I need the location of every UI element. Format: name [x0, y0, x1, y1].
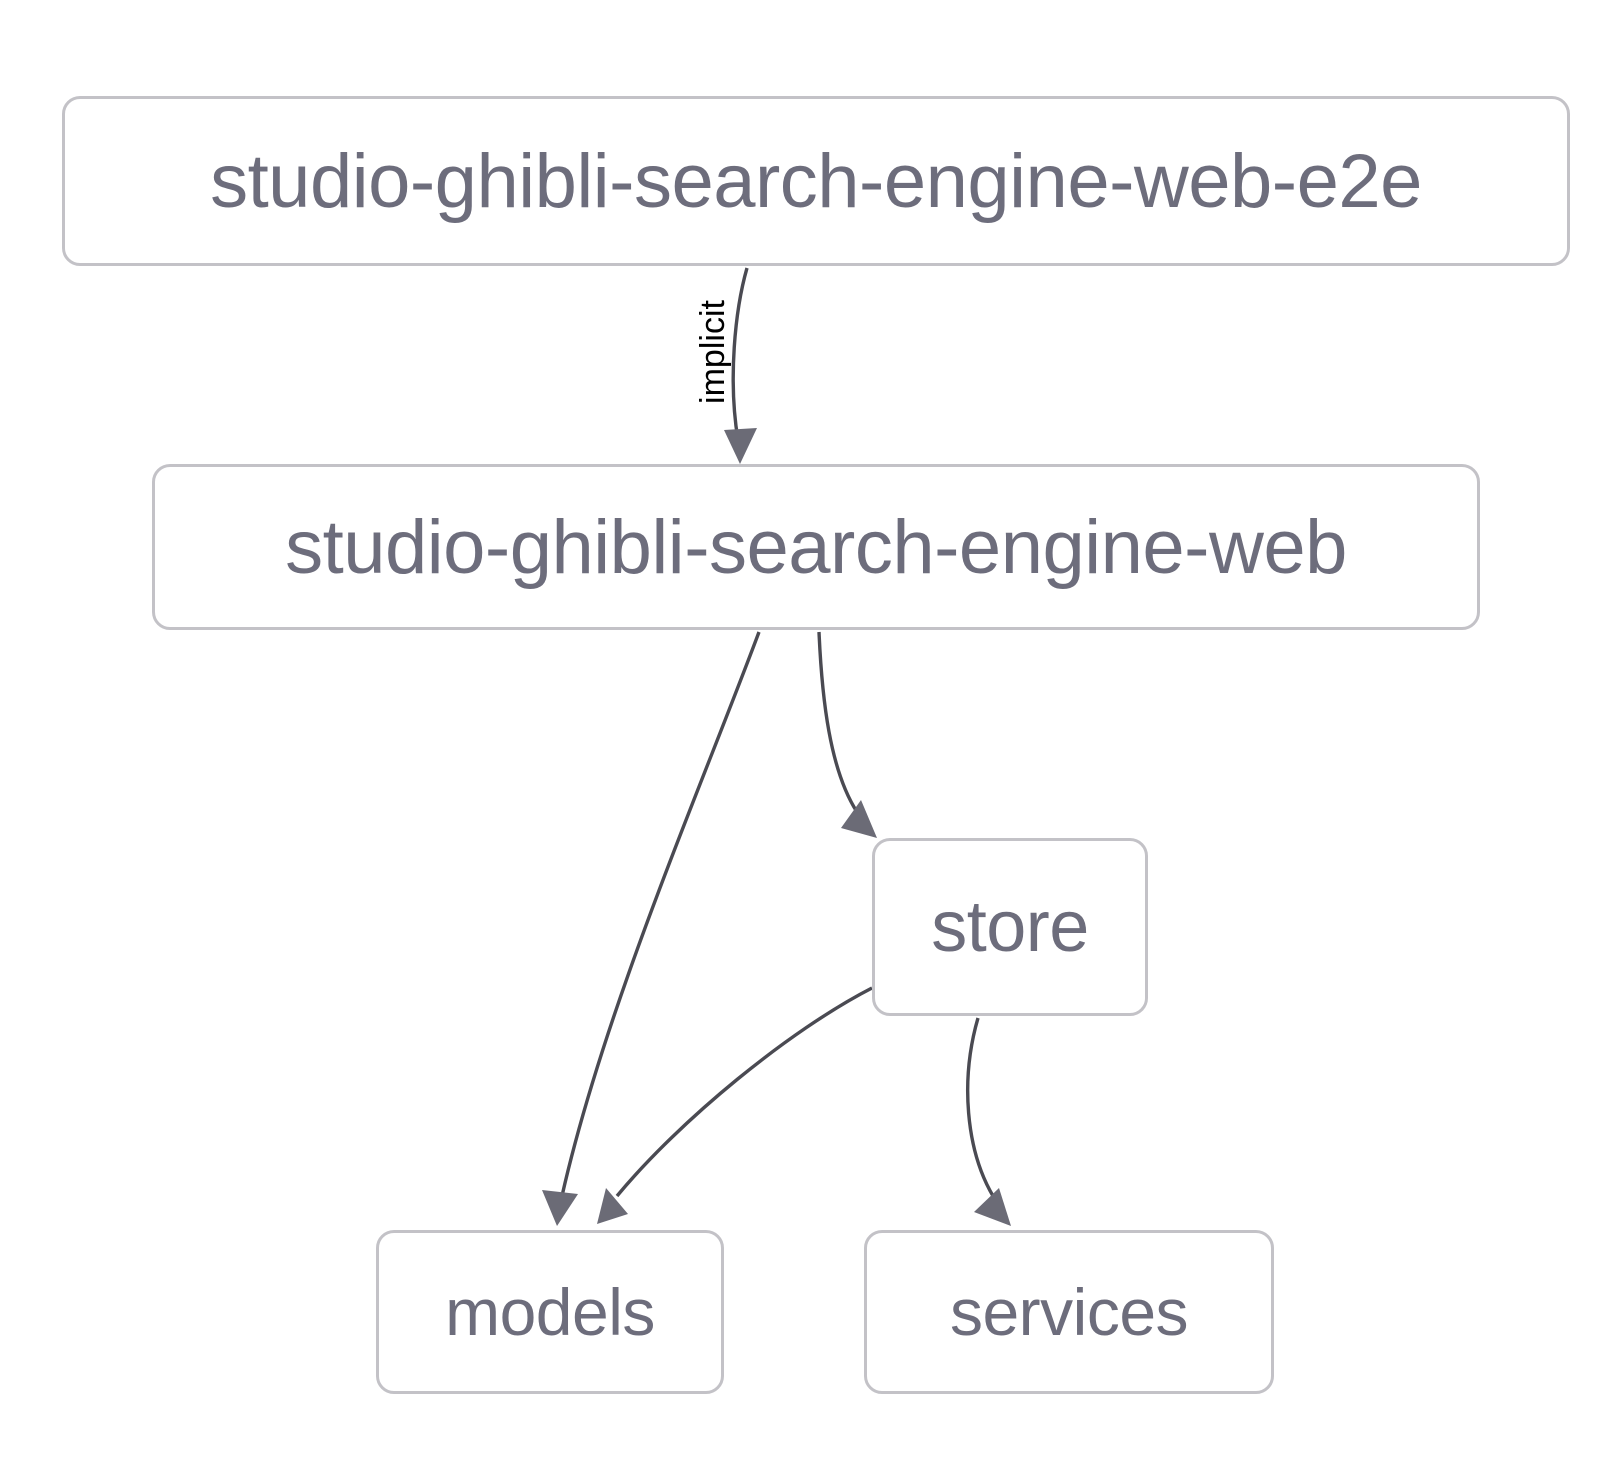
node-label-models: models: [445, 1275, 655, 1349]
graph-node-store[interactable]: store: [872, 838, 1148, 1016]
arrowhead-web-to-models: [542, 1190, 578, 1226]
edge-path-store-to-models: [615, 986, 873, 1198]
node-label-web: studio-ghibli-search-engine-web: [285, 504, 1347, 590]
graph-node-web[interactable]: studio-ghibli-search-engine-web: [152, 464, 1480, 630]
edge-web-e2e-to-web: implicit: [694, 267, 757, 464]
edge-path-web-to-models: [560, 631, 761, 1197]
arrowhead-store-to-models: [597, 1188, 628, 1224]
edge-path-store-to-services: [966, 1017, 995, 1197]
graph-node-services[interactable]: services: [864, 1230, 1274, 1394]
edge-path-web-e2e-to-web: [731, 267, 749, 441]
edge-label-implicit: implicit: [694, 300, 732, 404]
arrowhead-web-to-store: [841, 800, 877, 838]
arrowhead-store-to-services: [974, 1188, 1011, 1226]
arrowhead-web-e2e-to-web: [724, 428, 757, 464]
node-label-services: services: [949, 1275, 1189, 1349]
graph-node-web-e2e[interactable]: studio-ghibli-search-engine-web-e2e: [62, 96, 1570, 266]
edge-web-to-models: [542, 631, 761, 1226]
edge-path-web-to-store: [817, 631, 859, 813]
node-label-store: store: [931, 887, 1089, 967]
edge-web-to-store: [817, 631, 877, 838]
edge-store-to-services: [966, 1017, 1011, 1226]
graph-node-models[interactable]: models: [376, 1230, 724, 1394]
edge-store-to-models: [597, 986, 873, 1224]
node-label-web-e2e: studio-ghibli-search-engine-web-e2e: [210, 138, 1422, 224]
